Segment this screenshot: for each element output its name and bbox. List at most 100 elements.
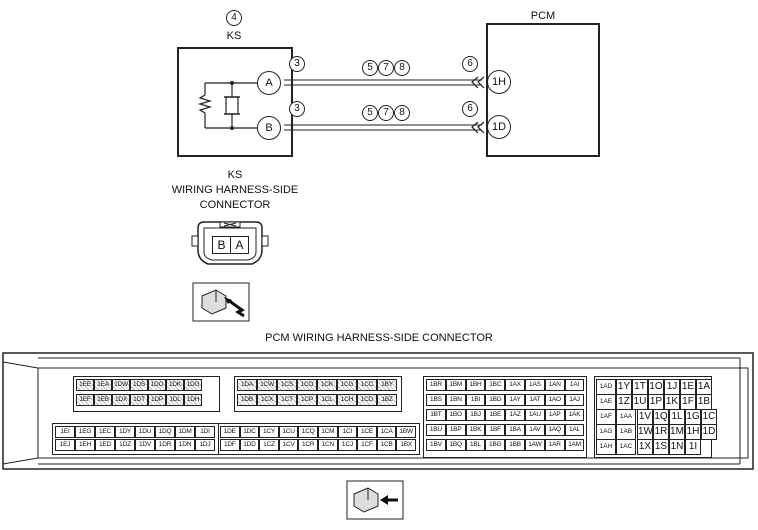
pcm-pin-1ad: 1AD: [596, 379, 616, 395]
pcm-cavity-group: [234, 376, 402, 412]
ks-ref-number: 4: [226, 10, 242, 26]
pcm-pin-1ac: 1AC: [616, 439, 636, 455]
pcm-pin-1ae: 1AE: [596, 394, 616, 410]
pcm-pin-1r: 1R: [653, 424, 669, 440]
pcm-pin-1bq: 1BQ: [445, 439, 466, 451]
pcm-pin-1dp: 1DP: [148, 394, 166, 406]
pcm-pin-1bw: 1BW: [396, 426, 416, 438]
pcm-pin-1dz: 1DZ: [115, 439, 135, 451]
pcm-pin-1af: 1AF: [596, 409, 616, 425]
pcm-pin-1cy: 1CY: [259, 426, 279, 438]
pcm-pin-1ai: 1AI: [564, 379, 585, 391]
pcm-pin-1ag: 1AG: [596, 424, 616, 440]
pcm-pin-1bv: 1BV: [426, 439, 446, 451]
pcm-pin-1bx: 1BX: [396, 439, 416, 451]
pcm-pin-1am: 1AM: [564, 439, 585, 451]
pcm-pin-1cv: 1CV: [278, 439, 299, 451]
pcm-pin-1q: 1Q: [653, 409, 669, 425]
pcm-pin-1ef: 1EF: [76, 394, 94, 406]
pcm-pin-1cf: 1CF: [357, 439, 377, 451]
pcm-pin-1ap: 1AP: [544, 409, 565, 421]
pcm-pin-1x: 1X: [637, 439, 653, 455]
pcm-pin-1t: 1T: [632, 379, 648, 395]
wire-ref-7-bottom: 7: [378, 105, 394, 121]
pcm-cavity-group: [423, 376, 587, 458]
pcm-pin-1bl: 1BL: [465, 439, 486, 451]
pcm-pin-1e: 1E: [680, 379, 696, 395]
pcm-pin-1ej: 1EJ: [55, 439, 75, 451]
pcm-pin-1dt: 1DT: [130, 394, 148, 406]
pcm-pin-1b: 1B: [696, 394, 712, 410]
pcm-pin-1cl: 1CL: [317, 394, 337, 406]
pcm-pin-1ao: 1AO: [544, 394, 565, 406]
pcm-pin-1ce: 1CE: [357, 426, 377, 438]
pcm-pin-1f: 1F: [680, 394, 696, 410]
ks-pin-a: A: [257, 71, 281, 95]
wire-ref-5-bottom: 5: [362, 105, 378, 121]
pcm-pin-1dl: 1DL: [166, 394, 184, 406]
pcm-pin-1dx: 1DX: [112, 394, 130, 406]
pcm-pin-1ax: 1AX: [505, 379, 525, 391]
pcm-pin-1i: 1I: [685, 439, 701, 455]
pcm-pin-1av: 1AV: [525, 424, 545, 436]
pcm-pin-1bk: 1BK: [465, 424, 486, 436]
pcm-pin-1eh: 1EH: [75, 439, 95, 451]
wire-ref-6-bottom: 6: [462, 101, 478, 117]
pcm-pin-1aj: 1AJ: [564, 394, 585, 406]
pcm-pin-1by: 1BY: [377, 379, 397, 391]
pcm-pin-1ar: 1AR: [544, 439, 565, 451]
ks-connector-pin-b: B: [212, 236, 231, 254]
wire-ref-3-top: 3: [289, 56, 305, 72]
pcm-pin-1j: 1J: [664, 379, 680, 395]
pcm-pin-1dm: 1DM: [175, 426, 195, 438]
pcm-pin-1ay: 1AY: [505, 394, 525, 406]
pcm-pin-1w: 1W: [637, 424, 653, 440]
pcm-pin-1dq: 1DQ: [155, 426, 175, 438]
pcm-pin-1do: 1DO: [148, 379, 166, 391]
pcm-pin-1bg: 1BG: [485, 439, 506, 451]
pcm-pin-1dw: 1DW: [112, 379, 130, 391]
pcm-pin-1v: 1V: [637, 409, 653, 425]
pcm-pin-1ch: 1CH: [337, 394, 357, 406]
ks-pin-b: B: [257, 116, 281, 140]
pcm-pin-1du: 1DU: [135, 426, 155, 438]
pcm-pin-1df: 1DF: [220, 439, 240, 451]
pcm-pin-1cu: 1CU: [278, 426, 299, 438]
pcm-pin-1ei: 1EI: [55, 426, 75, 438]
pcm-pin-1an: 1AN: [544, 379, 565, 391]
pcm-pin-1bm: 1BM: [445, 379, 466, 391]
pcm-pin-1al: 1AL: [564, 424, 585, 436]
pcm-cavity-group: [218, 423, 420, 455]
pcm-pin-1cn: 1CN: [318, 439, 338, 451]
pcm-pin-1bo: 1BO: [445, 409, 466, 421]
pcm-pin-1dn: 1DN: [175, 439, 195, 451]
pcm-pin-1ck: 1CK: [317, 379, 337, 391]
ks-connector-title-line3: CONNECTOR: [199, 199, 271, 211]
pcm-pin-1ec: 1EC: [95, 426, 115, 438]
pcm-pin-1d: 1D: [701, 424, 717, 440]
pcm-pin-1h: 1H: [487, 70, 511, 94]
pcm-pin-1cb: 1CB: [376, 439, 397, 451]
pcm-pin-1cx: 1CX: [257, 394, 277, 406]
pcm-pin-1k: 1K: [664, 394, 680, 410]
pcm-pin-1bf: 1BF: [485, 424, 506, 436]
probe-icon: [192, 282, 250, 322]
pcm-pin-1cz: 1CZ: [259, 439, 279, 451]
pcm-pin-1dk: 1DK: [166, 379, 184, 391]
pcm-pin-1bs: 1BS: [426, 394, 446, 406]
pcm-pin-1ak: 1AK: [564, 409, 585, 421]
pcm-pin-1cj: 1CJ: [337, 439, 358, 451]
pcm-pin-1z: 1Z: [616, 394, 632, 410]
wire-ref-8-top: 8: [394, 60, 410, 76]
wire-ref-8-bottom: 8: [394, 105, 410, 121]
pcm-pin-1au: 1AU: [525, 409, 545, 421]
pcm-pin-1cg: 1CG: [337, 379, 357, 391]
ks-connector-title-line1: KS: [227, 169, 243, 181]
pcm-pin-1bn: 1BN: [445, 394, 466, 406]
pcm-pin-1bd: 1BD: [485, 394, 506, 406]
pcm-connector-title: PCM WIRING HARNESS-SIDE CONNECTOR: [265, 332, 493, 344]
pcm-pin-1dj: 1DJ: [195, 439, 215, 451]
pcm-pin-1ds: 1DS: [130, 379, 148, 391]
pcm-pin-1a: 1A: [696, 379, 712, 395]
pcm-pin-1y: 1Y: [616, 379, 632, 395]
